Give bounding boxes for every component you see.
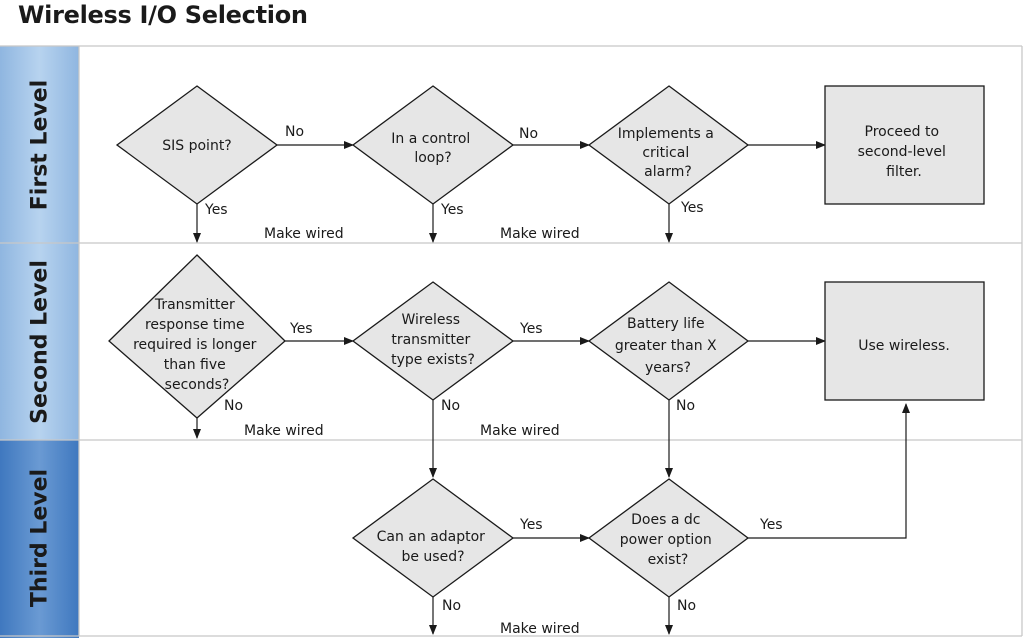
level-label-third: Third Level	[28, 469, 53, 607]
page-title: Wireless I/O Selection	[18, 1, 308, 29]
connectors	[193, 141, 910, 635]
label-yes: Yes	[680, 200, 704, 216]
decision-dc-power: Does a dc power option exist?	[587, 478, 750, 598]
level-band-first	[0, 46, 79, 243]
decision-wtype-line: transmitter	[391, 332, 470, 348]
box-use-wireless: Use wireless.	[824, 281, 985, 401]
label-yes: Yes	[519, 321, 543, 337]
decision-alarm-line: alarm?	[644, 164, 692, 180]
decision-sis: SIS point?	[115, 85, 279, 205]
svg-text:Implements a critical: Implements a critical alarm?	[618, 126, 719, 180]
decision-response-line: response time	[145, 317, 245, 333]
svg-text:Use wireless.: Use wireless.	[858, 338, 950, 354]
label-make-wired: Make wired	[480, 423, 560, 439]
svg-text:Can an adaptor be used?: Can an adaptor be used?	[377, 529, 490, 565]
decision-battery-line: years?	[645, 360, 691, 376]
label-yes: Yes	[289, 321, 313, 337]
svg-text:Transmitter response tim: Transmitter response time required is lo…	[133, 297, 261, 393]
box-wireless-line: Use wireless.	[858, 338, 950, 354]
label-no: No	[224, 398, 243, 414]
label-no: No	[519, 126, 538, 142]
decision-wireless-type: Wireless transmitter type exists?	[351, 281, 515, 401]
label-make-wired: Make wired	[264, 226, 344, 242]
decision-sis-line: SIS point?	[162, 138, 232, 154]
label-yes: Yes	[519, 517, 543, 533]
decision-adaptor-line: be used?	[401, 549, 464, 565]
label-yes: Yes	[440, 202, 464, 218]
box-proceed: Proceed to second-level filter.	[824, 85, 985, 205]
decision-control-line: loop?	[414, 150, 451, 166]
label-yes: Yes	[759, 517, 783, 533]
decision-critical-alarm: Implements a critical alarm?	[587, 85, 750, 205]
svg-text:Battery life greater tha: Battery life greater than X years?	[615, 316, 721, 376]
decision-response-line: seconds?	[165, 377, 230, 393]
label-no: No	[677, 598, 696, 614]
level-band-third	[0, 440, 79, 638]
decision-response-time: Transmitter response time required is lo…	[108, 254, 286, 419]
label-yes: Yes	[204, 202, 228, 218]
label-make-wired: Make wired	[244, 423, 324, 439]
decision-battery-line: greater than X	[615, 338, 717, 354]
decision-adaptor: Can an adaptor be used?	[351, 478, 515, 598]
svg-text:Proceed to second-level: Proceed to second-level filter.	[858, 124, 951, 180]
svg-text:SIS point?: SIS point?	[162, 138, 232, 154]
decision-alarm-line: Implements a	[618, 126, 714, 142]
label-no: No	[442, 598, 461, 614]
level-label-second: Second Level	[28, 260, 53, 424]
label-make-wired: Make wired	[500, 621, 580, 637]
label-make-wired: Make wired	[500, 226, 580, 242]
decision-response-line: required is longer	[133, 337, 257, 353]
decision-dcpower-line: Does a dc	[631, 512, 700, 528]
decision-wtype-line: type exists?	[391, 352, 475, 368]
decision-control-line: In a control	[391, 131, 470, 147]
decision-dcpower-line: power option	[620, 532, 712, 548]
swimlane-frame	[0, 45, 1023, 637]
svg-text:Wireless transmitter: Wireless transmitter type exists?	[391, 312, 475, 368]
box-proceed-line: second-level	[858, 144, 946, 160]
level-band-second	[0, 243, 79, 440]
box-proceed-line: filter.	[886, 164, 922, 180]
level-label-first: First Level	[28, 80, 53, 210]
branch-labels: No No Yes Yes Yes Make wired Make wired …	[204, 124, 783, 637]
arrow-dcpower-to-wireless	[748, 403, 910, 539]
decision-wtype-line: Wireless	[401, 312, 460, 328]
decision-battery-life: Battery life greater than X years?	[587, 281, 750, 401]
box-proceed-line: Proceed to	[865, 124, 940, 140]
decision-control-loop: In a control loop?	[351, 85, 515, 205]
label-no: No	[676, 398, 695, 414]
decision-adaptor-line: Can an adaptor	[377, 529, 486, 545]
svg-text:In a control loop?: In a control loop?	[391, 131, 474, 166]
decision-response-line: Transmitter	[154, 297, 235, 313]
decision-battery-line: Battery life	[627, 316, 705, 332]
svg-text:Does a dc power option: Does a dc power option exist?	[620, 512, 716, 568]
label-no: No	[285, 124, 304, 140]
decision-alarm-line: critical	[642, 145, 689, 161]
label-no: No	[441, 398, 460, 414]
decision-response-line: than five	[164, 357, 226, 373]
decision-dcpower-line: exist?	[648, 552, 689, 568]
